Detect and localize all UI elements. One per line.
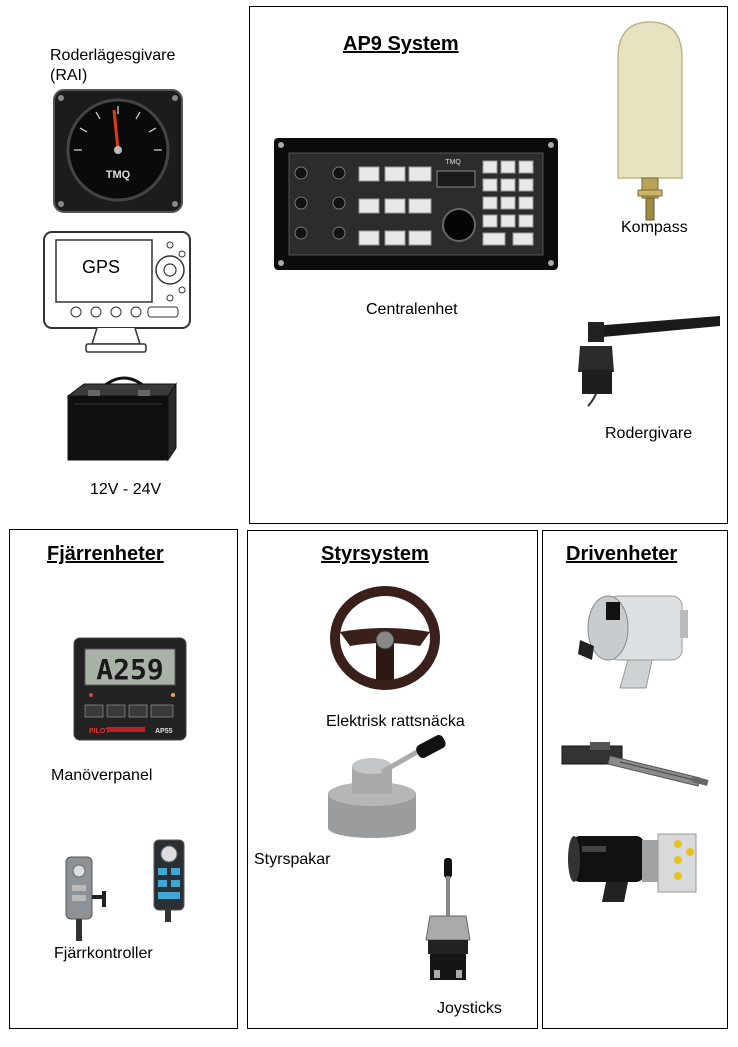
gps-device-image [43,231,191,353]
central-unit-brand: TMQ [445,159,461,166]
rai-label: Roderlägesgivare [50,47,176,64]
rai-label-sub: (RAI) [50,67,88,84]
remote-units-title: Fjärrenheter [47,543,164,565]
steering-systems-panel [247,530,538,1029]
battery-image [66,376,177,462]
steering-systems-title: Styrsystem [321,543,429,565]
rai-gauge-image: TMQ [53,89,183,213]
central-unit-label: Centralenhet [366,301,458,318]
rai-brand-text: TMQ [106,169,131,181]
panel-model-text: AP55 [155,728,173,735]
central-unit-image: TMQ [274,138,558,270]
rudder-sensor-label: Rodergivare [605,425,693,442]
gps-label: GPS [82,257,121,277]
control-lever-image [328,735,446,838]
remote-control-label: Fjärrkontroller [54,945,153,962]
steering-wheel-image [330,586,440,690]
rotary-drive-image [578,595,688,689]
ap9-system-title: AP9 System [343,33,459,55]
panel-display-text: A259 [96,653,163,686]
remote-units-panel [9,529,238,1029]
rudder-sensor-image [578,316,720,407]
hydraulic-pump-image [568,833,697,902]
control-panel-image: A259 PILOT AP55 [73,637,187,741]
remote-handset-grey-image [65,856,106,941]
battery-label: 12V - 24V [90,481,162,498]
compass-antenna-image [617,21,683,221]
lever-label: Styrspakar [254,851,331,868]
joystick-image [425,858,471,980]
linear-drive-image [561,742,709,787]
panel-brand-text: PILOT [89,728,110,735]
joystick-label: Joysticks [437,1000,502,1017]
wheel-label: Elektrisk rattsnäcka [326,713,465,730]
compass-label: Kompass [621,219,688,236]
drive-units-title: Drivenheter [566,543,678,565]
control-panel-label: Manöverpanel [51,767,153,784]
remote-handset-blue-image [153,839,185,922]
